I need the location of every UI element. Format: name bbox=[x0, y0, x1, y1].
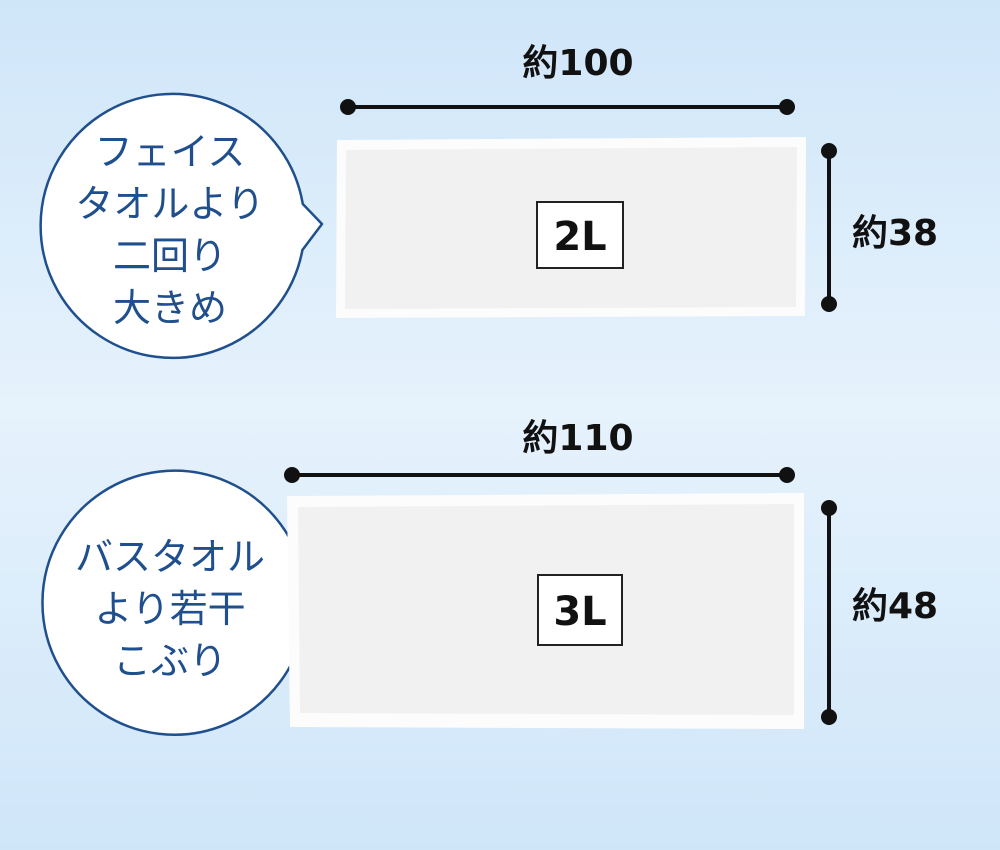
towel-3l-group: バスタオル より若干 こぶり 約110 3L 約48 bbox=[41, 418, 938, 736]
size-label-2l: 2L bbox=[553, 214, 606, 260]
speech-bubble-3l: バスタオル より若干 こぶり bbox=[41, 469, 326, 736]
height-label-2l: 約38 bbox=[852, 213, 938, 254]
bubble-3l-line-1: バスタオル bbox=[75, 535, 265, 579]
height-endpoint-bottom-2l bbox=[821, 296, 837, 312]
speech-bubble-2l-shape bbox=[39, 92, 324, 360]
speech-bubble-2l: フェイス タオルより 二回り 大きめ bbox=[39, 92, 324, 360]
towel-2l-group: フェイス タオルより 二回り 大きめ 約100 2L 約38 bbox=[39, 43, 938, 360]
towel-3l: 3L bbox=[287, 493, 804, 729]
width-dimension-3l: 約110 bbox=[284, 418, 795, 483]
bubble-2l-line-3: 二回り bbox=[113, 234, 227, 278]
width-endpoint-left-3l bbox=[284, 467, 300, 483]
bubble-2l-line-2: タオルより bbox=[75, 182, 264, 226]
width-endpoint-right-3l bbox=[779, 467, 795, 483]
size-label-3l: 3L bbox=[553, 589, 606, 635]
bubble-2l-line-1: フェイス bbox=[95, 130, 246, 174]
height-dimension-3l: 約48 bbox=[821, 500, 938, 725]
speech-bubble-3l-shape bbox=[41, 469, 326, 736]
height-label-3l: 約48 bbox=[852, 586, 938, 627]
width-label-2l: 約100 bbox=[522, 43, 633, 84]
bubble-3l-line-3: こぶり bbox=[113, 639, 227, 683]
width-label-3l: 約110 bbox=[522, 418, 633, 459]
width-endpoint-right-2l bbox=[779, 99, 795, 115]
width-dimension-2l: 約100 bbox=[340, 43, 795, 115]
width-endpoint-left-2l bbox=[340, 99, 356, 115]
height-dimension-2l: 約38 bbox=[821, 143, 938, 312]
height-endpoint-top-2l bbox=[821, 143, 837, 159]
size-box-3l bbox=[537, 574, 623, 646]
bubble-3l-line-2: より若干 bbox=[94, 587, 245, 631]
size-box-2l bbox=[536, 201, 624, 269]
height-endpoint-bottom-3l bbox=[821, 709, 837, 725]
bubble-2l-line-4: 大きめ bbox=[113, 286, 227, 330]
height-endpoint-top-3l bbox=[821, 500, 837, 516]
towel-2l: 2L bbox=[336, 137, 806, 318]
